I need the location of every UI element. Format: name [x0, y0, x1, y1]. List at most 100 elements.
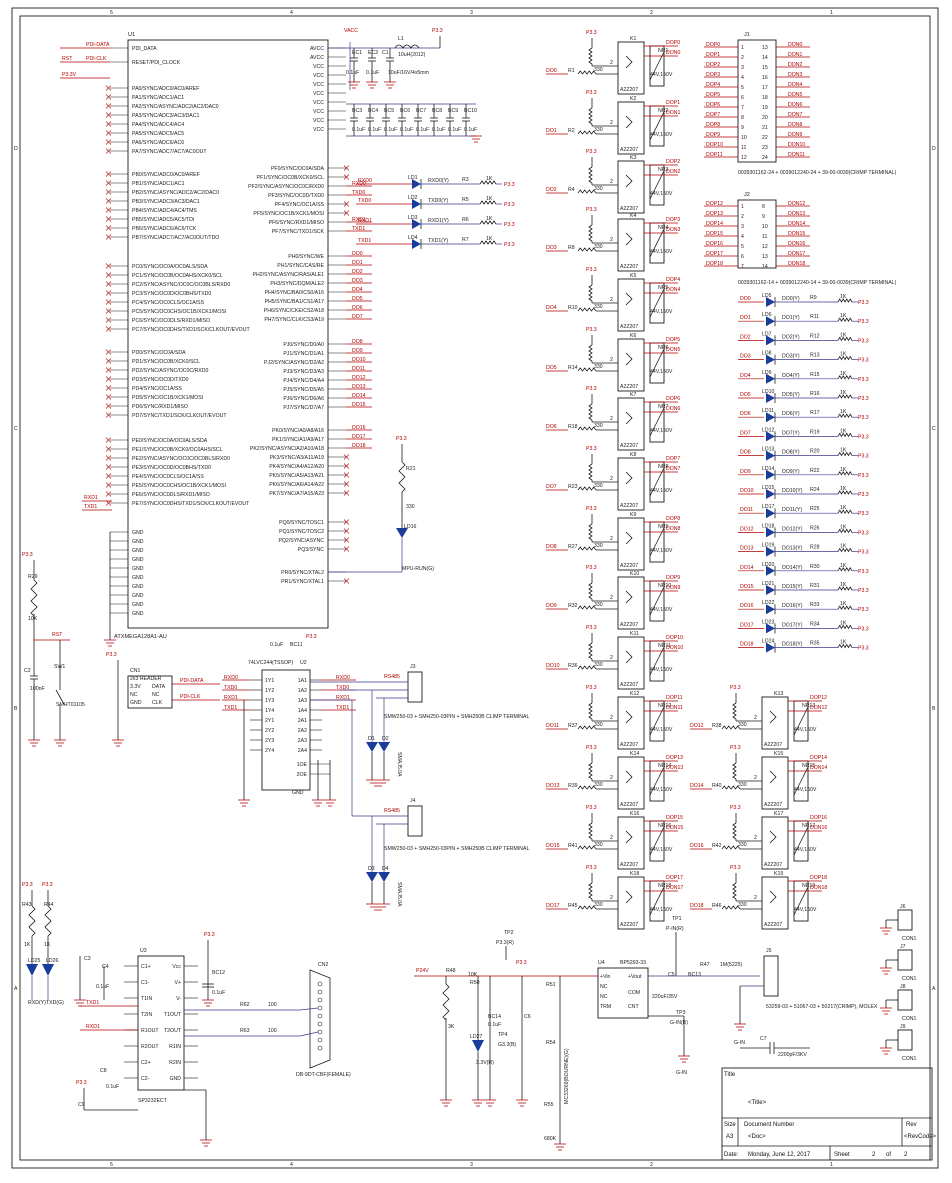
- resistor-symbol: [577, 189, 597, 194]
- pin-number: 2: [754, 895, 757, 901]
- terminal-pin: 19: [762, 105, 768, 111]
- relay-body: [617, 576, 645, 630]
- terminal-pin: 2: [741, 55, 744, 61]
- relay-part: A2Z207: [620, 682, 638, 688]
- mcu-pin-label: PJ5/SYNC/D5/A5: [283, 387, 324, 393]
- cap-ref: C5: [668, 972, 675, 978]
- pin-number: 2: [610, 715, 613, 721]
- header-ref: CN1: [130, 668, 140, 674]
- connector-body: [407, 805, 423, 837]
- resistor-symbol: [721, 845, 741, 850]
- relay-part: A2Z207: [764, 922, 782, 928]
- no-connect-mark: [343, 578, 350, 584]
- pin-number: 2: [610, 536, 613, 542]
- cap-ref: C7: [760, 1036, 767, 1042]
- varistor-slash: [649, 51, 665, 81]
- net-label: P3.3: [586, 446, 597, 452]
- net-label: DO0: [352, 251, 363, 257]
- led-label: DO13(Y): [782, 546, 803, 552]
- net-label: TXD1: [352, 226, 365, 232]
- led-ref: LD21: [762, 581, 775, 587]
- mcu-pin-label: PA5/SYNC/ADC5/AC5: [132, 131, 184, 137]
- buffer-pin-label: 1Y1: [265, 678, 274, 684]
- net-label: P3.3V: [62, 72, 77, 78]
- net-label: DOP14: [706, 221, 723, 227]
- resistor-ref: R35: [810, 641, 820, 647]
- reset-circuit: P3.3 R29 10K RST C2 100nF SW1 SMHT01105: [22, 552, 85, 747]
- header-pin: GND: [130, 700, 142, 706]
- net-label: VACC: [344, 28, 358, 34]
- net-label: P3.3: [586, 149, 597, 155]
- net-label: DO3: [740, 354, 751, 360]
- relay-part: A2Z207: [620, 264, 638, 270]
- led-label: DO18(Y): [782, 642, 803, 648]
- rs232-pin-label: R2IN: [169, 1060, 181, 1066]
- buffer-pin-label: 2A1: [298, 718, 307, 724]
- bypass-caps: BC30.1uFBC40.1uFBC50.1uFBC60.1uFBC70.1uF…: [346, 48, 482, 143]
- resistor-ref: R17: [810, 410, 820, 416]
- mcu-pin-label: PE7/SYNC/OC0DHS/TXD1/SCK/CLKOUT/EVOUT: [132, 501, 250, 507]
- mcu-pin-label: PJ2/SYNC/ASYNC/D2/A2: [264, 360, 324, 366]
- net-label: DO15: [546, 843, 560, 849]
- diode-ref: D1: [368, 736, 375, 742]
- connector-label: CON1: [902, 1016, 917, 1022]
- resistor-ref: R24: [810, 487, 820, 493]
- net-label: DO18: [740, 642, 754, 648]
- row-letter: B: [14, 706, 18, 712]
- mcu-pin-label: PK4/SYNC/A4/A12/A20: [269, 464, 324, 470]
- relay-ref: K12: [630, 691, 639, 697]
- led-label: DO4(Y): [782, 373, 800, 379]
- led-ref: LD19: [762, 543, 775, 549]
- led-ref: LD26: [46, 958, 59, 964]
- net-label: DO1: [740, 315, 751, 321]
- resistor-symbol: [588, 523, 593, 541]
- mcu-pin-label: PJ0/SYNC/D0/A0: [283, 342, 324, 348]
- varistor-ref: NR9: [658, 524, 668, 530]
- mcu-pin-label: GND: [132, 539, 144, 545]
- mcu-pin-label: PB1/SYNC/ADC1/AC1: [132, 181, 185, 187]
- net-label: DON11: [666, 705, 683, 711]
- terminal-pin: 24: [762, 155, 768, 161]
- net-label: DOP6: [666, 396, 680, 402]
- net-label: P3.3: [306, 634, 317, 640]
- resistor-value: 1K: [840, 428, 847, 434]
- terminal-pin: 7: [741, 105, 744, 111]
- resistor-value: 330: [594, 902, 603, 908]
- mcu-pin-label: PF5/SYNC/OC1B/XCK1/MOSI: [253, 211, 324, 217]
- resistor-symbol: [577, 486, 597, 491]
- relay-body: [617, 338, 645, 392]
- resistor-ref: R5: [462, 197, 469, 203]
- buffer-pin-label: 2Y3: [265, 738, 274, 744]
- relay-switch: [625, 411, 633, 425]
- resistor-symbol: [588, 166, 593, 184]
- net-label: DON18: [810, 885, 827, 891]
- mcu-pin-label: PJ1/SYNC/D1/A1: [283, 351, 324, 357]
- no-connect-mark: [105, 376, 112, 382]
- terminal-ref: J1: [744, 32, 750, 38]
- resistor-value: 1K: [840, 294, 847, 300]
- no-connect-mark: [105, 290, 112, 296]
- led-ref: LD17: [762, 504, 775, 510]
- net-label: DOP12: [810, 695, 827, 701]
- varistor-slash: [649, 170, 665, 200]
- sheet-index-right: D C B A: [932, 146, 936, 992]
- resistor-ref: R9: [810, 295, 817, 301]
- relay-ref: K5: [630, 273, 636, 279]
- pin-number: 2: [610, 895, 613, 901]
- pin-number: 2: [610, 775, 613, 781]
- led-symbol: [766, 508, 775, 519]
- net-label: DO14: [690, 783, 704, 789]
- net-label: DOP3: [666, 217, 680, 223]
- psu-pin: CNT: [628, 1004, 639, 1010]
- resistor-ref: R29: [28, 574, 38, 580]
- no-connect-mark: [105, 473, 112, 479]
- resistor-symbol: [837, 317, 853, 322]
- led-symbol: [766, 373, 775, 384]
- net-label: DON3: [666, 227, 681, 233]
- mcu-pin-label: PA6/SYNC/ADC6/AC6: [132, 140, 184, 146]
- resistor-value: 330: [594, 423, 603, 429]
- led-label: MPU-RUN(G): [402, 566, 434, 572]
- net-label: DOP18: [706, 261, 723, 267]
